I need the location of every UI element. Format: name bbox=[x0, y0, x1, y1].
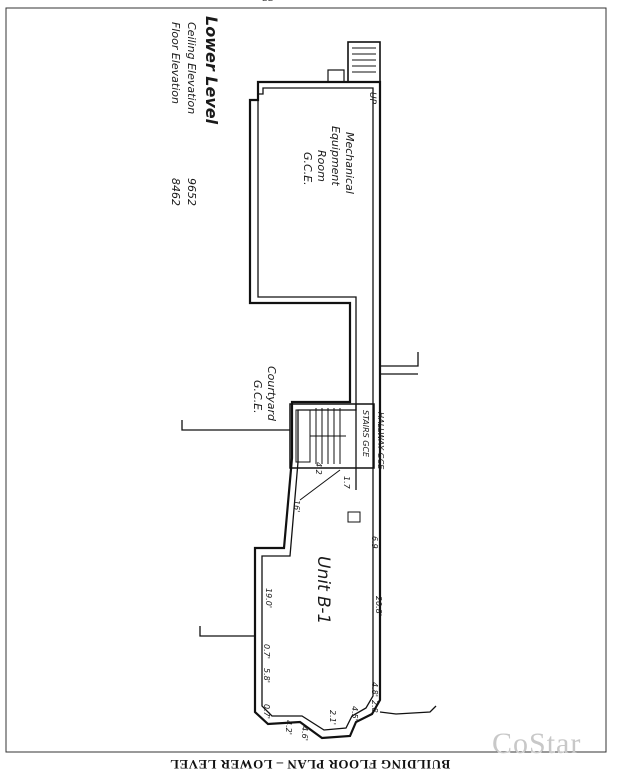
dimension-4-2b: 4.2' bbox=[284, 720, 293, 735]
entry-stair bbox=[347, 41, 381, 83]
stair-core bbox=[289, 403, 375, 469]
courtyard-label-2: G.C.E. bbox=[251, 380, 264, 414]
dimension-4-5: 4.5' bbox=[350, 706, 359, 721]
dimension-2-8: 2.8 bbox=[370, 700, 379, 713]
dimension-16: 16' bbox=[292, 500, 301, 512]
mechanical-room-label-1: Mechanical bbox=[343, 132, 356, 194]
dimension-1-7: 1.7 bbox=[342, 476, 351, 490]
dimension-4-2: 4.2 bbox=[314, 462, 323, 475]
door-swing bbox=[299, 469, 341, 501]
courtyard-label-1: Courtyard bbox=[265, 366, 278, 422]
page-frame bbox=[5, 7, 607, 753]
core-stair-treads bbox=[310, 408, 346, 464]
mechanical-room-label-2: Equipment bbox=[329, 126, 342, 186]
dimension-20-8: 20.8' bbox=[374, 596, 383, 616]
entry-stair-treads bbox=[352, 47, 376, 73]
plan-caption: BUILDING FLOOR PLAN – LOWER LEVEL bbox=[169, 757, 451, 772]
stairs-label: STAIRS GCE bbox=[361, 410, 370, 458]
dimension-0-7b: 0.7' bbox=[262, 704, 271, 719]
unit-label: Unit B-1 bbox=[313, 556, 333, 624]
legend-title: Lower Level bbox=[202, 16, 221, 125]
dimension-5-8: 5.8' bbox=[262, 668, 271, 683]
dimension-4-6: 4.6' bbox=[300, 726, 309, 741]
legend-floor-value: 8462 bbox=[169, 178, 182, 206]
mechanical-room-label-3: Room bbox=[315, 150, 328, 182]
dimension-19-0: 19.0' bbox=[264, 588, 273, 608]
legend-ceiling-value: 9652 bbox=[185, 178, 198, 206]
costar-watermark: CoStar bbox=[492, 727, 582, 760]
legend-floor-label: Floor Elevation bbox=[169, 22, 182, 104]
core-landing bbox=[295, 409, 311, 463]
column-box bbox=[347, 511, 361, 523]
dimension-6-9: 6.9 bbox=[370, 536, 379, 549]
entry-landing bbox=[327, 69, 345, 83]
inner-wall bbox=[257, 87, 374, 731]
up-label: UP bbox=[367, 92, 377, 105]
page-mark: 22 bbox=[262, 0, 273, 4]
outer-wall bbox=[248, 80, 382, 740]
mechanical-room-label-4: G.C.E. bbox=[301, 152, 314, 186]
dimension-4-8: 4.8' bbox=[370, 682, 379, 697]
dimension-2-1: 2.1' bbox=[328, 710, 337, 725]
legend-ceiling-label: Ceiling Elevation bbox=[185, 22, 198, 114]
dimension-0-7a: 0.7' bbox=[262, 644, 271, 659]
hallway-label: HALLWAY GCE bbox=[376, 412, 385, 470]
property-lines bbox=[181, 352, 437, 715]
